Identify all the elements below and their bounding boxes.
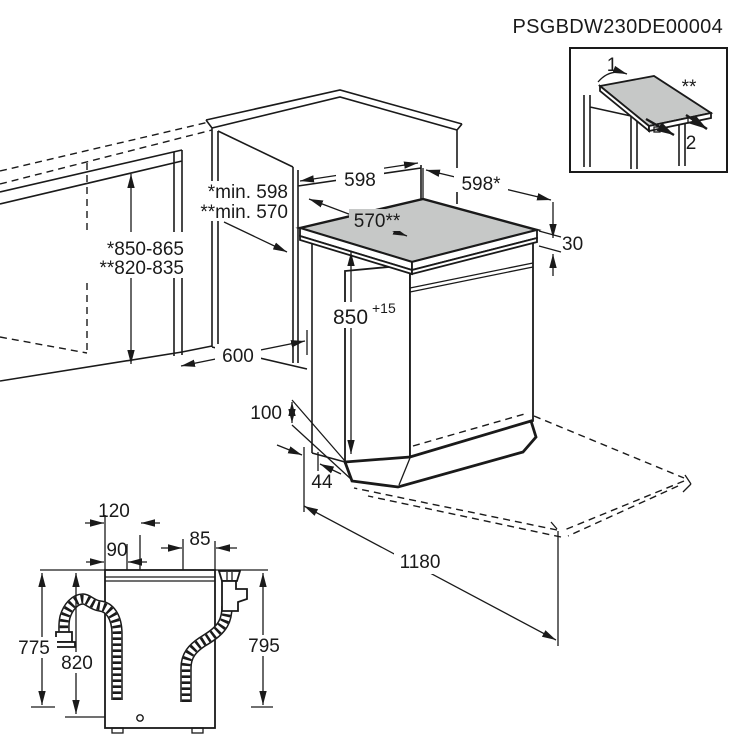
- foot-right: [191, 727, 204, 734]
- door-floor-dash: [412, 412, 529, 447]
- label-bg: [349, 209, 405, 231]
- floor-corner-marks: [550, 474, 692, 646]
- rear-view: 120 90 85 775 820 795: [12, 501, 287, 734]
- niche-depth-label: 600: [222, 346, 254, 367]
- inlet-hose-length-label: 795: [248, 636, 280, 657]
- floor-clearance-dashes: [353, 415, 685, 538]
- niche-min-width-freestanding-label: **min. 570: [200, 202, 288, 223]
- worktop-width-label: 598*: [461, 174, 501, 195]
- mains-cable-length-label: 820: [61, 653, 93, 674]
- drain-hose-offset-label: 90: [106, 540, 127, 561]
- inset-note-label: **: [682, 77, 697, 98]
- dim-arrow-44-right: [319, 463, 342, 475]
- worktop-depth-label: 570**: [354, 211, 401, 232]
- label-bg: [12, 637, 57, 658]
- niche-depth-arrow: [223, 221, 288, 253]
- plinth-recess-label: 44: [311, 472, 333, 493]
- label-bg: [80, 232, 186, 278]
- plinth-height-label: 100: [250, 403, 282, 424]
- control-panel-lines: [409, 262, 534, 293]
- slide-arrow-1: [645, 117, 675, 137]
- niche-cabinet: [205, 89, 463, 370]
- inlet-hose-offset-label: 85: [189, 529, 210, 550]
- appliance-height-tolerance-label: +15: [372, 300, 396, 316]
- niche-min-width-builtin-label: *min. 598: [208, 182, 288, 203]
- niche-height-freestanding-label: **820-835: [99, 258, 184, 279]
- label-bg: [55, 652, 99, 673]
- inset-step2-label: 2: [686, 133, 697, 154]
- drain-hose: [52, 593, 123, 700]
- niche-edges: [205, 89, 463, 370]
- base-plinth: [343, 419, 538, 489]
- dim-plinth-recess: 44: [276, 444, 342, 512]
- slide-arrow-2: [685, 114, 708, 130]
- label-bg: [215, 344, 261, 368]
- dim-worktop-thickness: 30: [538, 215, 583, 276]
- worktop-removal-inset: 1 ** 2: [569, 47, 728, 173]
- inlet-connector-detail: [226, 572, 233, 580]
- dim-worktop-width: 598*: [422, 168, 554, 215]
- niche-height-builtin-label: *850-865: [107, 239, 184, 260]
- foot-left: [111, 727, 124, 734]
- label-bg: [454, 168, 508, 192]
- drain-hose-fitting: [55, 631, 73, 643]
- dim-plinth-height: 100: [250, 399, 353, 481]
- worktop-thickness-label: 30: [562, 234, 583, 255]
- worktop-lip-right: [411, 236, 538, 276]
- inset-step1-label: 1: [607, 55, 618, 76]
- dim-arrow-44-left: [276, 444, 303, 456]
- rotate-arrow: [597, 65, 628, 83]
- appliance-height-label: 850: [333, 306, 368, 329]
- dim-ext-44: [303, 447, 319, 512]
- dim-ext-30: [538, 230, 562, 253]
- mains-plug-end: [136, 714, 144, 722]
- rear-top-double-line: [105, 576, 215, 582]
- inlet-aquastop-block: [221, 580, 248, 612]
- dim-counter-height: *850-865 **820-835: [80, 174, 186, 364]
- dim-niche-depth: 600: [180, 330, 308, 368]
- door-clearance-label: 1180: [400, 552, 441, 573]
- inset-table-legs: [583, 95, 686, 169]
- counter-hidden-edges: [0, 121, 213, 354]
- drain-hose-length-label: 775: [18, 638, 50, 659]
- niche-min-labels: *min. 598 **min. 570: [193, 181, 291, 253]
- inlet-tap-connector: [217, 570, 242, 582]
- dim-niche-back-width: 598: [299, 161, 419, 191]
- dim-worktop-depth: 570**: [308, 198, 408, 237]
- floor-clearance-outline: [353, 415, 692, 646]
- label-bg: [330, 302, 396, 328]
- dim-door-clearance: 1180: [303, 505, 557, 641]
- inlet-hose: [180, 570, 248, 702]
- diagram-code: PSGBDW230DE00004: [513, 16, 723, 38]
- label-bg: [241, 635, 287, 656]
- dim-ext-598s: [422, 168, 554, 215]
- label-bg: [193, 181, 291, 221]
- dim-appliance-height: 850 +15: [330, 252, 396, 454]
- label-bg: [336, 163, 384, 187]
- body-left-face: [344, 264, 411, 464]
- mains-cable-offset-label: 120: [98, 501, 130, 522]
- base-fold-line: [398, 457, 411, 486]
- label-bg: [394, 548, 446, 574]
- niche-back-width-label: 598: [344, 170, 376, 191]
- dim-ext-100: [291, 399, 353, 481]
- dishwasher-body: [311, 240, 538, 489]
